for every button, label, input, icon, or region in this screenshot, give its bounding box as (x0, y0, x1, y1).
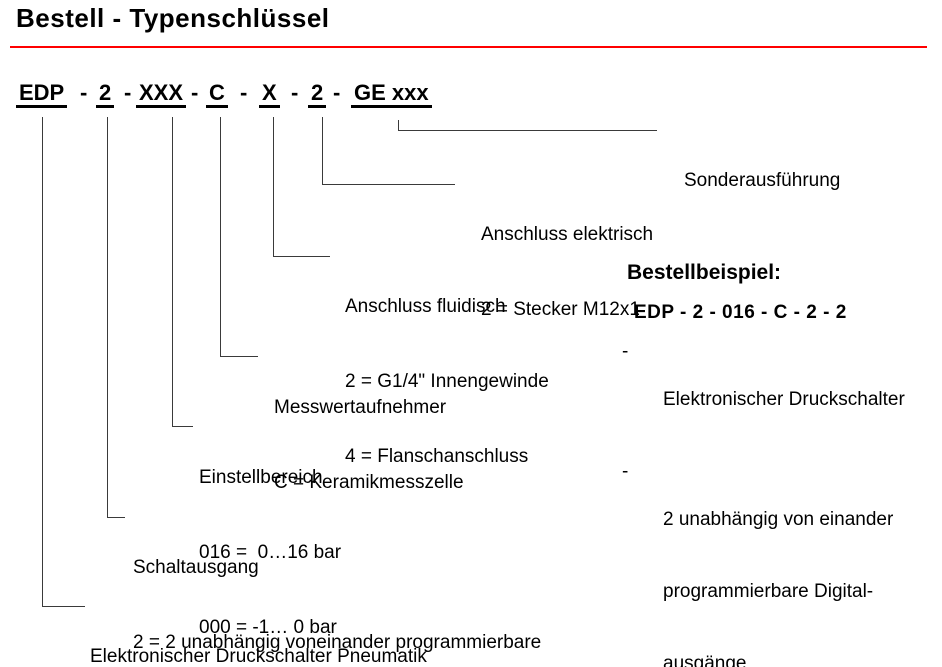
list-item-text: 2 unabhängig von einander programmierbar… (663, 460, 893, 667)
order-example-heading: Bestellbeispiel: (627, 261, 782, 284)
label-title: Schaltausgang (133, 557, 259, 578)
code-segment-ge: GE xxx (351, 82, 432, 108)
label-option: 2 = Stecker M12x1 (481, 299, 640, 320)
label-title: Elektronischer Druckschalter Pneumatik (90, 646, 427, 667)
code-segment-output: 2 (96, 82, 115, 108)
bullet-dash: - (622, 461, 629, 482)
list-item-line: ausgänge (663, 653, 747, 667)
label-option: C = Keramikmesszelle (274, 472, 464, 493)
code-segment-fluid: X (259, 82, 280, 108)
page-title: Bestell - Typenschlüssel (16, 3, 330, 33)
list-item: - Elektronischer Druckschalter (622, 340, 942, 460)
connector-anschluss-fluidisch (273, 117, 330, 257)
connector-einstellbereich (172, 117, 193, 427)
bullet-dash: - (622, 341, 629, 362)
connector-druckschalter (42, 117, 85, 607)
code-segment-elektro: 2 (308, 82, 327, 108)
label-title: Einstellbereich (199, 467, 323, 488)
label-option: 016 = 0…16 bar (199, 542, 342, 563)
list-item-line: Elektronischer Druckschalter (663, 389, 905, 410)
label-sonderausfuehrung: Sonderausführung (684, 118, 840, 243)
label-option: 2 = 2 unabhängig voneinander programmier… (133, 632, 542, 653)
code-separator: - (333, 80, 341, 105)
label-einstellbereich: Einstellbereich 016 = 0…16 bar 000 = -1…… (199, 415, 341, 667)
code-segment-edp: EDP (16, 82, 68, 108)
connector-sonderausfuehrung (398, 120, 657, 131)
label-title: Anschluss fluidisch (345, 296, 506, 317)
label-title: Messwertaufnehmer (274, 397, 447, 418)
order-example-list: - Elektronischer Druckschalter - 2 unabh… (622, 340, 942, 667)
label-option: 000 = -1… 0 bar (199, 617, 337, 638)
order-example-code: EDP - 2 - 016 - C - 2 - 2 (634, 302, 847, 323)
label-title: Sonderausführung (684, 170, 841, 191)
label-anschluss-elektrisch: Anschluss elektrisch 2 = Stecker M12x1 (481, 172, 653, 372)
connector-messwertaufnehmer (220, 117, 258, 357)
list-item-text: Elektronischer Druckschalter (663, 340, 905, 460)
code-segment-range: XXX (136, 82, 187, 108)
list-item-line: 2 unabhängig von einander (663, 509, 894, 530)
code-segment-sensor: C (206, 82, 228, 108)
label-option: 4 = Flanschanschluss (345, 446, 529, 467)
label-anschluss-fluidisch: Anschluss fluidisch 2 = G1/4" Innengewin… (345, 244, 549, 519)
connector-anschluss-elektrisch (322, 117, 455, 185)
title-rule (10, 46, 927, 48)
label-messwertaufnehmer: Messwertaufnehmer C = Keramikmesszelle (274, 345, 464, 545)
code-separator: - (291, 80, 299, 105)
label-druckschalter: Elektronischer Druckschalter Pneumatik (90, 594, 427, 667)
code-separator: - (124, 80, 132, 105)
list-item: - 2 unabhängig von einander programmierb… (622, 460, 942, 667)
code-separator: - (191, 80, 199, 105)
connector-schaltausgang (107, 117, 125, 518)
list-item-line: programmierbare Digital- (663, 581, 874, 602)
code-separator: - (240, 80, 248, 105)
label-option: 2 = G1/4" Innengewinde (345, 371, 549, 392)
label-title: Anschluss elektrisch (481, 224, 654, 245)
label-schaltausgang: Schaltausgang 2 = 2 unabhängig voneinand… (133, 505, 541, 667)
code-separator: - (80, 80, 88, 105)
